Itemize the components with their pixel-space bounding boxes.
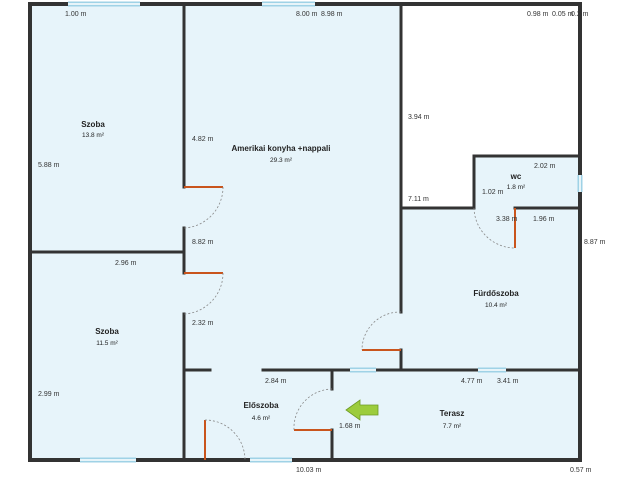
room-area-terrace: 7.7 m² — [443, 423, 462, 430]
dimension-label: 3.94 m — [408, 114, 430, 121]
dimension-label: 0.05 m — [552, 11, 574, 18]
room-area-kitchen: 29.3 m² — [270, 157, 293, 164]
entrance-arrow-icon — [345, 399, 379, 421]
dimension-label: 2.84 m — [265, 378, 287, 385]
room-name-kitchen: Amerikai konyha +nappali — [232, 144, 331, 153]
dimension-label: 3.41 m — [497, 378, 519, 385]
dimension-label: 1.96 m — [533, 216, 555, 223]
dimension-label: 4.82 m — [192, 136, 214, 143]
dimension-label: 2.02 m — [534, 163, 556, 170]
room-name-wc: wc — [510, 172, 522, 181]
room-area-bathroom: 10.4 m² — [485, 302, 508, 309]
room-area-hallway: 4.6 m² — [252, 415, 271, 422]
door-szoba-upper[interactable] — [183, 186, 224, 229]
dimension-label: 1.68 m — [339, 423, 361, 430]
room-name-bathroom: Fürdőszoba — [473, 289, 519, 298]
dimension-label: 2.96 m — [115, 260, 137, 267]
room-name-szoba-2: Szoba — [95, 327, 119, 336]
room-area-szoba-1: 13.8 m² — [82, 132, 105, 139]
windows — [68, 1, 583, 463]
dimension-label: 8.87 m — [584, 239, 606, 246]
dimension-label: 1.02 m — [482, 189, 504, 196]
room-area-wc: 1.8 m² — [507, 184, 526, 191]
door-szoba-lower[interactable] — [183, 272, 224, 315]
dimension-label: 8.00 m — [296, 11, 318, 18]
dimension-label: 8.98 m — [321, 11, 343, 18]
dimension-label: 8.82 m — [192, 239, 214, 246]
door-entrance[interactable] — [204, 419, 246, 461]
dimension-label: 0.2 m — [571, 11, 589, 18]
dimension-label: 0.98 m — [527, 11, 549, 18]
room-area-szoba-2: 11.5 m² — [96, 340, 118, 347]
room-name-hallway: Előszoba — [243, 401, 279, 410]
dimension-label: 1.00 m — [65, 11, 87, 18]
door-hall-terrace[interactable] — [293, 388, 333, 431]
dimension-label: 2.32 m — [192, 320, 214, 327]
door-bathroom[interactable] — [361, 311, 402, 351]
dimension-label: 2.99 m — [38, 391, 60, 398]
dimension-label: 0.57 m — [570, 467, 592, 474]
dimension-label: 5.88 m — [38, 162, 60, 169]
dimension-label: 4.77 m — [461, 378, 483, 385]
room-name-terrace: Terasz — [440, 409, 465, 418]
dimension-label: 7.11 m — [408, 196, 429, 203]
door-wc[interactable] — [473, 207, 516, 249]
dimension-label: 3.38 m — [496, 216, 518, 223]
dimension-label: 10.03 m — [296, 467, 321, 474]
room-name-szoba-1: Szoba — [81, 120, 105, 129]
wc-room-fill — [474, 156, 578, 208]
